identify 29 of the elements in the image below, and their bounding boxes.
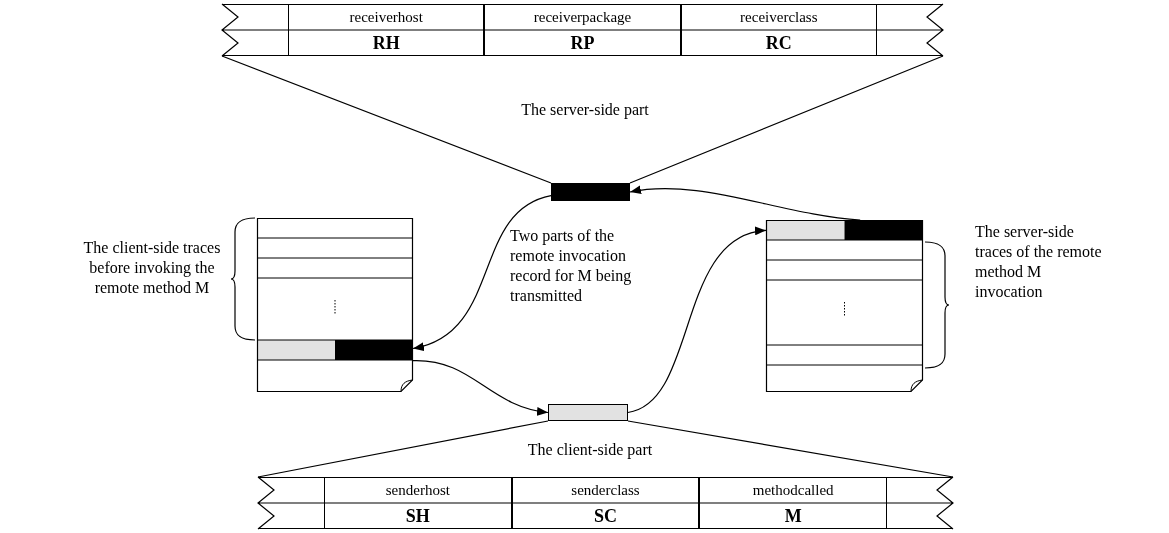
field-value: SC bbox=[594, 505, 617, 527]
field-value: RP bbox=[570, 32, 595, 54]
field-value: M bbox=[784, 505, 802, 527]
curved-arrow bbox=[412, 360, 549, 416]
curved-arrow bbox=[627, 228, 767, 414]
field-value: RH bbox=[372, 32, 400, 54]
field-name: methodcalled bbox=[752, 481, 834, 499]
curved-arrow bbox=[629, 186, 861, 221]
record-bar bbox=[548, 404, 628, 421]
field-name: receiverpackage bbox=[533, 8, 632, 26]
caption-text: The client-side part bbox=[526, 440, 654, 460]
field-name: receiverhost bbox=[349, 8, 423, 26]
field-name: receiverclass bbox=[740, 8, 818, 26]
record-band bbox=[258, 477, 953, 529]
record-bar bbox=[551, 183, 630, 201]
caption-text: The server-side part bbox=[520, 100, 650, 120]
zoom-line bbox=[257, 420, 954, 478]
field-name: senderhost bbox=[385, 481, 450, 499]
curved-arrow bbox=[412, 195, 552, 350]
trace-document bbox=[766, 220, 923, 392]
caption-text: The server-side traces of the remote method M invocation bbox=[975, 222, 1103, 302]
caption-text: The client-side traces before invoking the remote method M bbox=[82, 238, 222, 298]
annotation-text: Two parts of the remote invocation record for M being transmitted bbox=[510, 226, 633, 306]
field-value: RC bbox=[765, 32, 792, 54]
trace-document bbox=[257, 218, 413, 392]
zoom-line bbox=[221, 55, 944, 184]
field-value: SH bbox=[405, 505, 430, 527]
field-name: senderclass bbox=[571, 481, 640, 499]
record-band bbox=[222, 4, 943, 56]
